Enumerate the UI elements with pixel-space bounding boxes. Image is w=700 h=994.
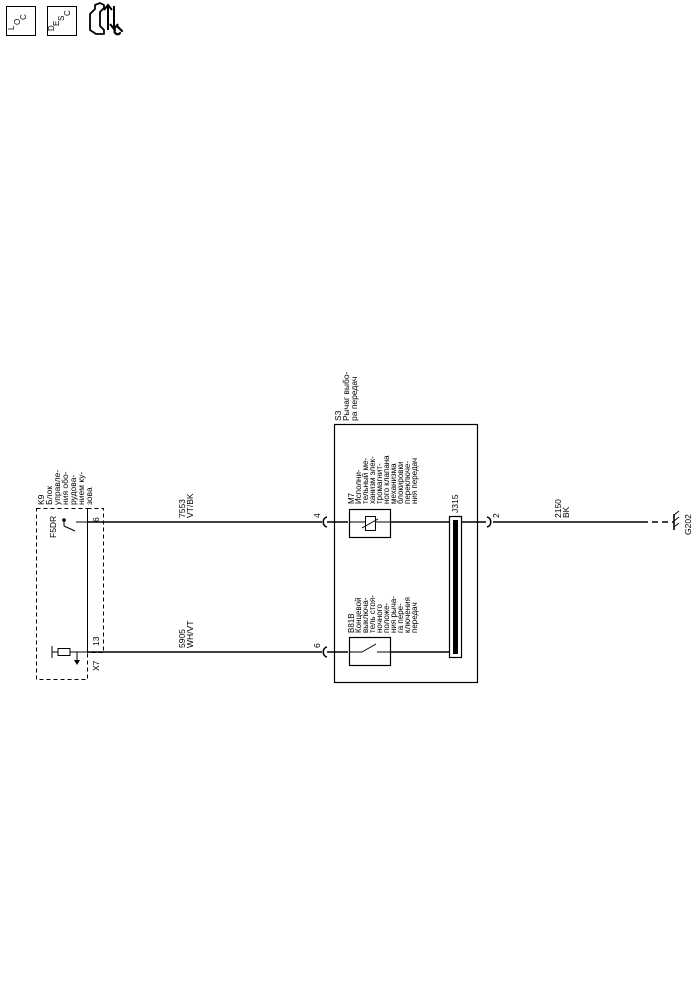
loc-letter-l: L: [7, 25, 16, 30]
b81b-name-line-7: га пере-: [396, 603, 405, 633]
m7-name-line-8: переключе-: [403, 461, 412, 504]
b81b-name-line-3: тель стоя-: [368, 595, 377, 633]
b81b-name-line-6: ния рыча-: [389, 596, 398, 633]
f5dr-switch-symbol: [62, 518, 88, 532]
s3-pin-2-connector: [486, 516, 492, 528]
k9-connector-pin-13: 13: [91, 636, 101, 646]
m7-name-line-3: ханизм элек-: [368, 456, 377, 504]
b81b-switch-symbol: [348, 636, 392, 667]
j315-splice: [448, 515, 463, 659]
k9-id: K9: [36, 494, 46, 505]
s3-pin-4-connector: [322, 516, 328, 528]
s3-name-line-2: ра передач: [349, 377, 359, 421]
k9-connector-name: X7: [91, 660, 101, 671]
k9-internal-driver-symbol: [51, 646, 88, 665]
m7-name-line-5: ного клапана: [382, 455, 391, 504]
m7-name-line-2: тельный ме-: [361, 458, 370, 504]
wire-2150-circuit: 2150: [553, 499, 563, 518]
b81b-name-line-4: ночного: [375, 604, 384, 633]
desc-letter-d: D: [47, 25, 56, 31]
b81b-id: B81B: [347, 613, 356, 633]
k9-name-line-4: рудова-: [68, 475, 78, 505]
k9-body-control-module: K9 Блок управле- ния обо- рудова- нием к…: [36, 470, 104, 680]
g202-ground-symbol: [673, 510, 680, 530]
wire-2150-color: BK: [561, 506, 571, 518]
s3-pin-6-connector: [322, 646, 328, 658]
m7-name-line-1: Исполни-: [354, 469, 363, 504]
wire-7553-circuit: 7553: [177, 499, 187, 518]
m7-id: M7: [347, 492, 356, 504]
b81b-name-line-9: передач: [410, 602, 419, 633]
b81b-name-line-8: ключения: [403, 597, 412, 633]
s3-outline: [333, 423, 479, 684]
m7-name-line-9: ния передач: [410, 458, 419, 504]
loc-letter-o: O: [13, 19, 22, 25]
m7-name-line-4: тромагнит-: [375, 463, 384, 504]
s3-pin-6-label: 6: [312, 643, 322, 648]
m7-solenoid-symbol: [348, 508, 392, 539]
wire-7553-color: VT/BK: [185, 493, 195, 518]
s3-name-line-1: Рычаг выбо-: [341, 371, 351, 421]
b81b-name-line-1: Концевой: [354, 597, 363, 633]
k9-name-line-2: управле-: [52, 470, 62, 505]
k9-name-line-1: Блок: [44, 486, 54, 505]
g202-label: G202: [683, 514, 693, 535]
k9-name-line-6: зова: [84, 487, 94, 505]
desc-letter-c: C: [63, 10, 72, 16]
j315-id: J315: [450, 494, 460, 513]
wire-5905-circuit: 5905: [177, 629, 187, 648]
k9-name-line-3: ния обо-: [60, 471, 70, 505]
desc-letter-s: S: [57, 16, 66, 21]
wire-5905-color: WH/VT: [185, 621, 195, 648]
k9-name-line-5: нием ку-: [76, 472, 86, 505]
s3-id: S3: [333, 410, 343, 421]
loc-icon[interactable]: L O C: [6, 6, 36, 36]
desc-letter-e: E: [52, 21, 61, 26]
k9-connector-pin-6: 6: [91, 517, 101, 522]
m7-name-line-7: блокировки: [396, 461, 405, 504]
b81b-name-line-2: выключа-: [361, 597, 370, 633]
s3-pin-4-label: 4: [312, 513, 322, 518]
x7-connector-outline: [87, 508, 104, 653]
loc-letter-c: C: [19, 14, 28, 20]
m7-name-line-6: механизма: [389, 463, 398, 504]
k9-pin-f5dr-label: F5DR: [48, 516, 58, 538]
s3-pin-2-label: 2: [491, 513, 501, 518]
desc-icon[interactable]: D E S C: [47, 6, 77, 36]
s3-shifter-assembly: S3 Рычаг выбо- ра передач 4 6 2 M7 Испол…: [312, 371, 501, 684]
car-wrench-arrows-icon[interactable]: [89, 2, 124, 36]
b81b-name-line-5: положе-: [382, 602, 391, 633]
